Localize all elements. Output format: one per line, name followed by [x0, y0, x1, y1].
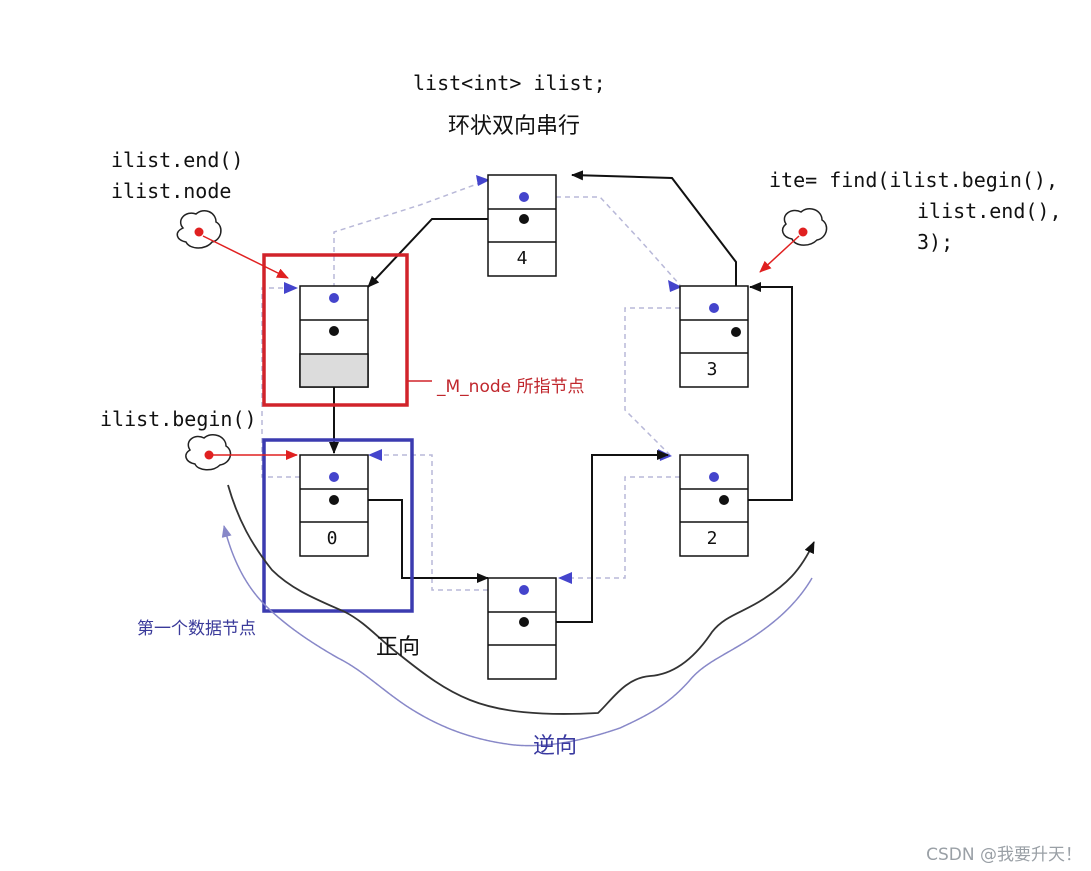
next-pointer-dot: [329, 495, 339, 505]
prev-pointer-dot: [709, 472, 719, 482]
next-pointer-dot: [519, 617, 529, 627]
m-node-highlight-box: [262, 253, 409, 407]
forward-label: 正向: [376, 635, 420, 660]
node-field-label: ilist.node: [111, 179, 231, 203]
empty-data-cell: [299, 353, 369, 388]
next-pointer-dot: [519, 214, 529, 224]
prev-pointer-dot: [329, 472, 339, 482]
find-call-line-2: ilist.end(),: [917, 199, 1062, 223]
node-4: 4: [487, 174, 557, 277]
node-end: [299, 285, 369, 388]
prev-pointer-dot: [329, 293, 339, 303]
next-pointer-dot: [719, 495, 729, 505]
m-node-label: _M_node 所指节点: [436, 377, 585, 397]
node-value: 2: [707, 528, 718, 549]
iterator-find-cloud: [759, 208, 828, 273]
node-value: 3: [707, 359, 718, 380]
prev-pointer-dot: [519, 585, 529, 595]
node-1: [487, 577, 557, 680]
watermark: CSDN @我要升天！: [926, 845, 1082, 865]
backward-label: 逆向: [533, 734, 577, 759]
iterator-end-cloud: [176, 210, 289, 279]
diagram-title: 环状双向串行: [448, 114, 580, 139]
node-2: 2: [679, 454, 749, 557]
next-pointer-dot: [329, 326, 339, 336]
find-call-line-1: ite= find(ilist.begin(),: [769, 168, 1058, 192]
list-declaration: list<int> ilist;: [413, 71, 606, 95]
next-links: [329, 170, 793, 623]
find-call-line-3: 3);: [917, 230, 953, 254]
end-call-label: ilist.end(): [111, 148, 243, 172]
node-0: 0: [299, 454, 369, 557]
begin-call-label: ilist.begin(): [100, 407, 257, 431]
next-pointer-dot: [731, 327, 741, 337]
prev-links: [261, 179, 681, 591]
first-node-highlight-box: [262, 438, 414, 613]
prev-pointer-dot: [519, 192, 529, 202]
node-3: 3: [679, 285, 749, 388]
backward-direction-curve: [221, 525, 813, 747]
forward-direction-curve: [227, 484, 815, 715]
prev-pointer-dot: [709, 303, 719, 313]
iterator-begin-cloud: [185, 434, 298, 471]
first-node-label: 第一个数据节点: [137, 619, 256, 639]
node-value: 4: [517, 248, 528, 269]
node-value: 0: [327, 528, 338, 549]
